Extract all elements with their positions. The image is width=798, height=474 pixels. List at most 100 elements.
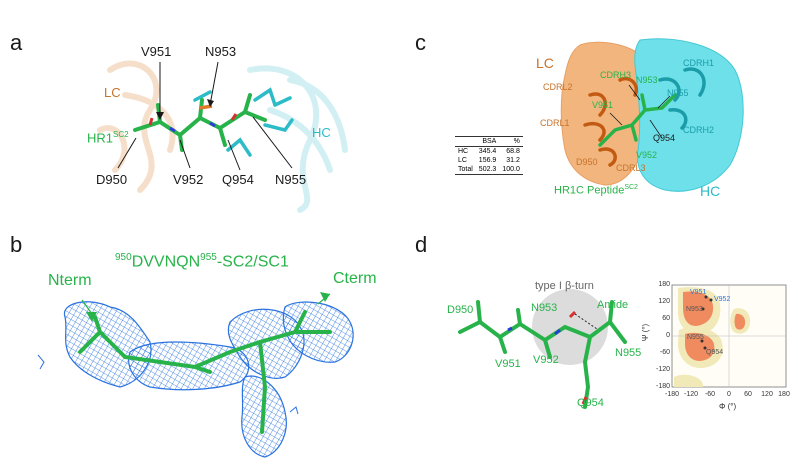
res-c-q954: Q954 xyxy=(653,133,676,143)
bsa-table: BSA % HC 345.4 68.8 LC 156.9 31.2 Total … xyxy=(455,136,523,175)
y-tick: 180 xyxy=(658,281,670,288)
panel-b-title: 950DVVNQN955-SC2/SC1 xyxy=(115,252,289,271)
cdr-l1: CDRL1 xyxy=(540,118,570,128)
panel-d: type I β-turn D950 N953 Amide V951 V952 … xyxy=(400,232,798,474)
region-left-core xyxy=(734,313,746,330)
cdr-h1: CDRH1 xyxy=(683,58,715,68)
res-c-v951: V951 xyxy=(592,100,614,110)
y-tick: -120 xyxy=(655,366,670,373)
pt-v951: V951 xyxy=(690,289,707,296)
res-c-n955: N955 xyxy=(667,88,689,98)
x-tick: 0 xyxy=(727,391,731,398)
data-points xyxy=(700,295,713,350)
ramachandran-plot xyxy=(671,284,787,388)
chain-a-hc: HC xyxy=(312,125,331,140)
panel-a-structure xyxy=(97,60,348,213)
nterm-label: Nterm xyxy=(48,272,92,289)
pt-n953: N953 xyxy=(686,306,703,313)
mesh-fragments xyxy=(37,354,299,415)
table-row: HC 345.4 68.8 xyxy=(455,147,523,157)
density-peptide xyxy=(78,310,332,434)
x-tick: 180 xyxy=(778,391,790,398)
y-tick: 120 xyxy=(658,298,670,305)
panel-c: LC HC CDRL2 CDRH3 CDRH1 CDRL1 CDRL3 CDRH… xyxy=(400,0,798,230)
bsa-header-cell xyxy=(455,137,476,147)
turn-sticks xyxy=(458,300,627,409)
bsa-header-row: BSA % xyxy=(455,137,523,147)
mesh-blobs xyxy=(63,301,354,458)
y-tick: 60 xyxy=(662,315,670,322)
chain-c-hc: HC xyxy=(700,183,721,199)
chain-a-lc: LC xyxy=(104,85,121,100)
table-cell: HC xyxy=(458,148,469,155)
cdr-h2: CDRH2 xyxy=(683,125,715,135)
res-d-q954: Q954 xyxy=(577,397,604,409)
table-row: LC 156.9 31.2 xyxy=(455,156,523,165)
table-cell: 100.0 xyxy=(502,166,520,173)
panel-label-b: b xyxy=(10,232,23,257)
region-bottom-allowed xyxy=(674,374,703,387)
region-beta-core xyxy=(683,291,714,326)
y-axis-label: Ψ (°) xyxy=(641,323,651,342)
pt-n955: N955 xyxy=(687,334,704,341)
hc-loops xyxy=(658,67,706,130)
peptide-n-atoms xyxy=(169,121,216,133)
panel-d-turn xyxy=(458,289,627,409)
cdr-l3: CDRL3 xyxy=(616,163,646,173)
res-a-v951: V951 xyxy=(141,44,172,59)
x-tick: -120 xyxy=(683,391,698,398)
table-cell: 502.3 xyxy=(478,166,497,173)
x-axis-label: Φ (°) xyxy=(719,402,737,411)
panel-label-d: d xyxy=(415,232,428,257)
cdr-h3: CDRH3 xyxy=(600,70,632,80)
table-cell: 31.2 xyxy=(506,157,520,164)
x-tick: -180 xyxy=(664,391,679,398)
peptide-c-label: HR1C PeptideSC2 xyxy=(554,184,638,197)
table-cell: 345.4 xyxy=(478,148,497,155)
y-tick: -180 xyxy=(655,383,670,390)
y-tick: 0 xyxy=(666,332,670,339)
hc-sidechains xyxy=(193,87,294,157)
table-cell: 68.8 xyxy=(506,148,520,155)
res-d-n955: N955 xyxy=(615,347,642,359)
res-a-n953: N953 xyxy=(205,44,237,59)
pt-q954: Q954 xyxy=(706,349,724,356)
density-map xyxy=(37,292,354,458)
table-cell: Total xyxy=(458,166,473,173)
res-c-n953: N953 xyxy=(636,75,658,85)
c-peptide xyxy=(598,93,677,147)
lc-loops xyxy=(583,77,638,167)
x-tick: 60 xyxy=(744,391,752,398)
cterm-label: Cterm xyxy=(333,270,377,287)
panel-c-surface xyxy=(560,38,744,192)
x-tick: -60 xyxy=(704,391,716,398)
panel-label-c: c xyxy=(415,30,426,55)
leader-lines xyxy=(117,61,293,171)
bsa-header-cell: BSA xyxy=(482,138,497,145)
res-a-d950: D950 xyxy=(96,172,128,187)
chain-c-lc: LC xyxy=(536,55,554,71)
pt-v952: V952 xyxy=(714,296,731,303)
cdr-l2: CDRL2 xyxy=(543,82,573,92)
panel-b: 950DVVNQN955-SC2/SC1 Nterm Cterm xyxy=(0,232,400,474)
turn-label: type I β-turn xyxy=(535,280,594,292)
res-d-n953: N953 xyxy=(531,302,558,314)
table-cell: LC xyxy=(458,157,467,164)
leader-arrowheads xyxy=(156,99,214,120)
peptide-a-label: HR1SC2 xyxy=(87,130,129,146)
x-tick: 120 xyxy=(761,391,773,398)
res-d-v951: V951 xyxy=(495,358,521,370)
h-bond xyxy=(574,313,598,330)
hc-ribbon xyxy=(247,65,348,213)
hc-surface xyxy=(634,38,744,192)
bsa-header-cell: % xyxy=(513,138,520,145)
y-tick: -60 xyxy=(659,349,670,356)
panel-label-a: a xyxy=(10,30,23,55)
term-arrowheads xyxy=(86,292,330,322)
turn-n-atoms xyxy=(507,326,561,336)
res-a-n955: N955 xyxy=(275,172,307,187)
table-cell: 156.9 xyxy=(478,157,497,164)
res-c-v952: V952 xyxy=(636,150,658,160)
res-c-d950: D950 xyxy=(576,157,598,167)
table-row: Total 502.3 100.0 xyxy=(455,165,523,175)
